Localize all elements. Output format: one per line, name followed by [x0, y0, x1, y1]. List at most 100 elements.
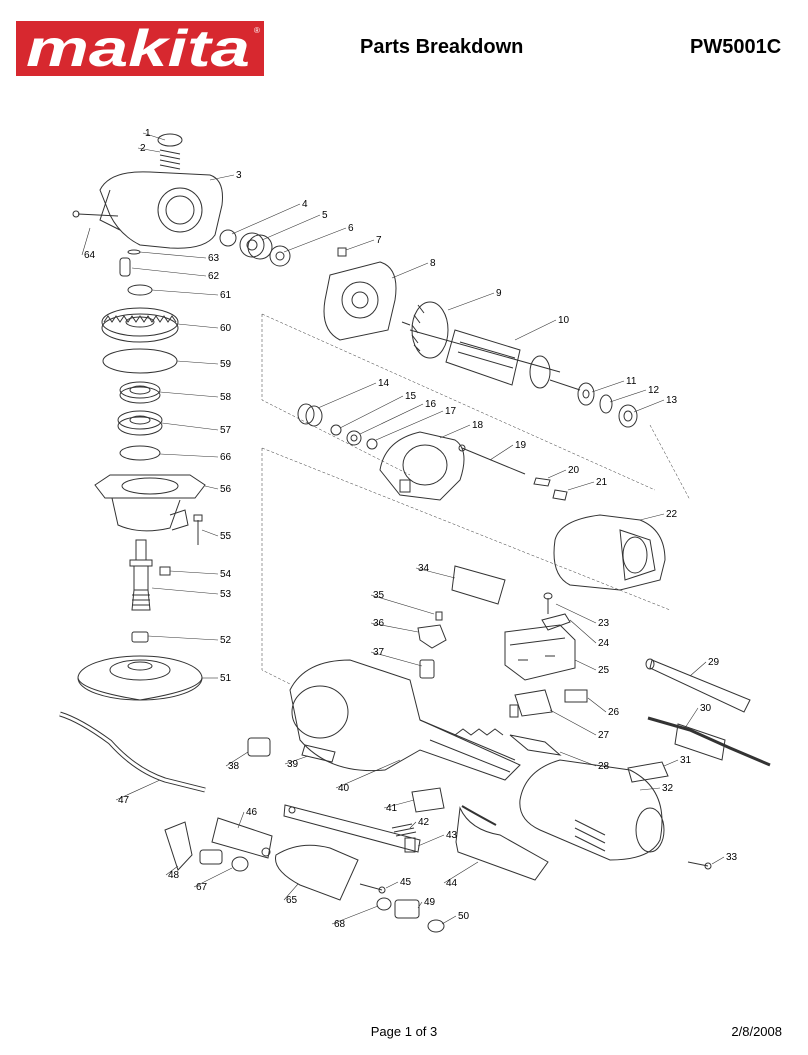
part-57-bearing: [117, 410, 163, 436]
leader-line-44: [443, 861, 479, 884]
callout-4: 4: [302, 199, 308, 210]
leader-line-41: [383, 799, 415, 809]
leader-line-22: [639, 513, 665, 521]
leader-line-25: [574, 659, 597, 671]
callout-14: 14: [378, 378, 390, 389]
leader-line-57: [161, 422, 219, 431]
logo-background: [16, 21, 264, 76]
part-14-insulation-washer: [297, 403, 323, 427]
part-43-cord-guard: [283, 804, 421, 853]
part-39-label: [301, 744, 336, 763]
leader-line-11: [591, 380, 625, 393]
part-42-spring: [391, 823, 417, 837]
part-17-o-ring: [366, 438, 378, 450]
part-6-washer: [269, 245, 291, 267]
part-59-washer: [102, 348, 178, 374]
page-title: Parts Breakdown: [360, 36, 524, 58]
part-8-bearing-plate: [323, 261, 397, 341]
callout-33: 33: [726, 852, 738, 863]
part-16-bushing: [346, 430, 362, 446]
part-46-side-grip-bracket: [211, 817, 273, 859]
callout-29: 29: [708, 657, 720, 668]
leader-line-24: [569, 619, 597, 644]
leader-line-68: [331, 905, 379, 925]
part-26-connector: [564, 689, 588, 703]
callout-26: 26: [608, 707, 620, 718]
part-18-baffle-plate: [379, 431, 465, 501]
callout-27: 27: [598, 730, 610, 741]
callout-43: 43: [446, 830, 458, 841]
leader-line-23: [555, 603, 597, 624]
callout-61: 61: [220, 290, 232, 301]
leader-line-54: [169, 570, 219, 575]
part-52-nut: [131, 631, 149, 643]
callout-6: 6: [348, 223, 354, 234]
part-1-cap: [157, 133, 183, 147]
part-35-screw: [435, 611, 443, 621]
callout-38: 38: [228, 761, 240, 772]
part-12-washer: [599, 394, 613, 414]
part-32-rear-cover: [519, 759, 665, 861]
callout-50: 50: [458, 911, 470, 922]
part-56-bearing-box: [94, 474, 206, 532]
callout-32: 32: [662, 783, 674, 794]
leader-line-20: [547, 469, 567, 479]
leader-line-35: [370, 594, 435, 615]
part-62-pin: [119, 257, 131, 277]
callout-8: 8: [430, 258, 436, 269]
leader-line-36: [370, 622, 419, 633]
callout-67: 67: [196, 882, 208, 893]
leader-line-19: [489, 444, 514, 461]
callout-11: 11: [626, 376, 637, 387]
part-28-switch-bracket: [509, 734, 562, 756]
callout-54: 54: [220, 569, 232, 580]
part-30-cord: [647, 716, 771, 767]
part-31-label: [627, 761, 669, 783]
part-45-screw: [359, 883, 386, 894]
callout-10: 10: [558, 315, 570, 326]
leader-line-30: [684, 707, 699, 729]
part-48-side-grip: [164, 821, 223, 871]
part-29-strain-relief: [645, 658, 751, 713]
part-22-field: [553, 514, 666, 591]
leader-line-32: [639, 787, 661, 791]
callout-19: 19: [515, 440, 527, 451]
leader-line-14: [317, 382, 377, 409]
callout-15: 15: [405, 391, 417, 402]
leader-line-61: [151, 289, 219, 296]
callout-48: 48: [168, 870, 180, 881]
leader-line-40: [335, 759, 401, 789]
part-54-key: [159, 566, 171, 576]
logo-wordmark: makita: [26, 21, 250, 76]
part-61-retaining-ring: [127, 284, 153, 296]
part-20-brush-holder: [533, 477, 551, 487]
leader-line-29: [689, 661, 707, 677]
part-4-retaining-ring: [219, 229, 237, 247]
leader-line-27: [549, 709, 597, 736]
callout-40: 40: [338, 783, 350, 794]
leader-line-17: [375, 410, 444, 441]
callout-24: 24: [598, 638, 610, 649]
callout-23: 23: [598, 618, 610, 629]
part-64-screw: [72, 210, 119, 218]
callout-46: 46: [246, 807, 258, 818]
callout-39: 39: [287, 759, 299, 770]
callout-55: 55: [220, 531, 232, 542]
callout-20: 20: [568, 465, 580, 476]
callout-7: 7: [376, 235, 382, 246]
leader-line-42: [409, 821, 417, 829]
leader-line-55: [201, 529, 219, 537]
page-number: Page 1 of 3: [370, 1024, 438, 1039]
part-58-seal: [119, 381, 161, 404]
registered-mark: ®: [254, 26, 260, 35]
leader-line-38: [225, 751, 249, 767]
callout-labels: 1234567891011121314151617181920212223242…: [84, 128, 738, 930]
part-36-brush-holder-cap: [417, 624, 447, 649]
part-49-nozzle: [394, 899, 420, 919]
part-7-screw: [337, 247, 347, 257]
part-11-bearing: [577, 382, 595, 406]
part-47-loop-handle: [59, 711, 206, 793]
callout-17: 17: [445, 406, 457, 417]
leader-line-18: [439, 424, 471, 439]
